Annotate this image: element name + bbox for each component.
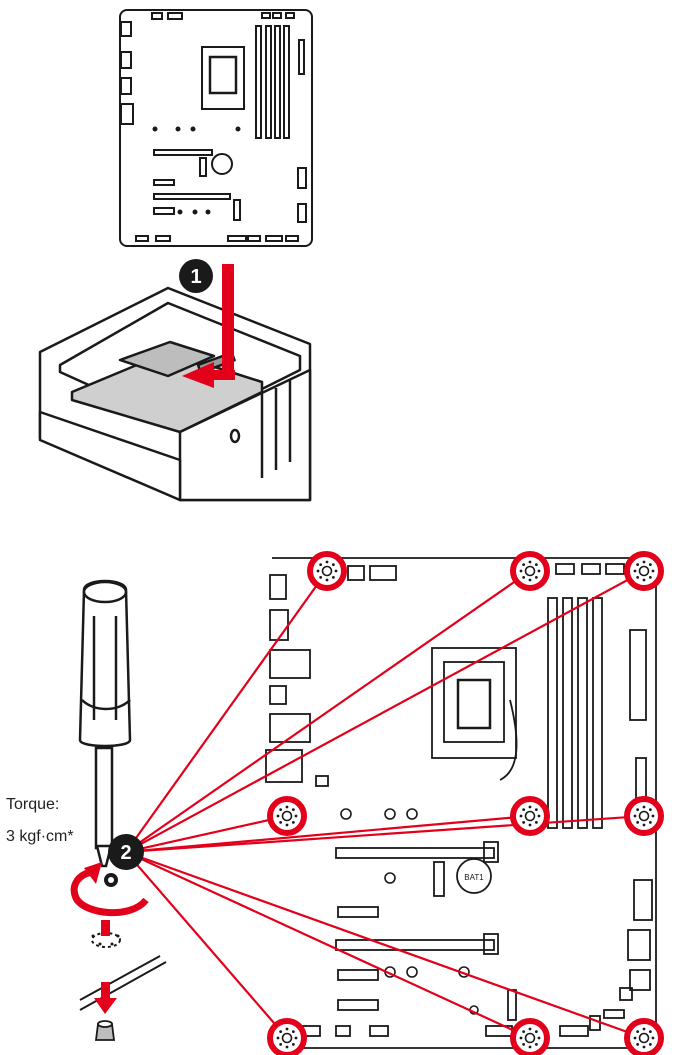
battery-label: BAT1 bbox=[464, 873, 484, 882]
screw-hole-icon bbox=[513, 1021, 547, 1055]
screw-hole-icon bbox=[270, 799, 304, 833]
step-2-badge: 2 bbox=[108, 834, 144, 870]
step-1-number: 1 bbox=[190, 266, 201, 288]
motherboard-top-view bbox=[120, 10, 312, 246]
screw-hole-icon bbox=[627, 799, 661, 833]
mounting-plate bbox=[80, 933, 166, 1010]
torque-label: Torque: bbox=[6, 796, 59, 814]
screw-hole-icon bbox=[270, 1021, 304, 1055]
screw-hole-icon bbox=[310, 554, 344, 588]
computer-case bbox=[40, 288, 310, 500]
step-2-number: 2 bbox=[120, 842, 131, 864]
screw-hole-icon bbox=[92, 935, 120, 946]
screw-hole-icon bbox=[627, 1021, 661, 1055]
screw-hole-icon bbox=[513, 799, 547, 833]
screw-hole-icon bbox=[627, 554, 661, 588]
step-1-badge: 1 bbox=[179, 259, 213, 293]
standoff-icon bbox=[96, 1021, 114, 1040]
screwdriver-icon bbox=[80, 581, 130, 866]
rotation-arrow bbox=[74, 862, 146, 913]
screw-icon bbox=[104, 873, 118, 887]
screw-hole-icon bbox=[513, 554, 547, 588]
motherboard-detailed-view: BAT1 bbox=[266, 558, 656, 1048]
torque-value: 3 kgf·cm* bbox=[6, 828, 74, 846]
